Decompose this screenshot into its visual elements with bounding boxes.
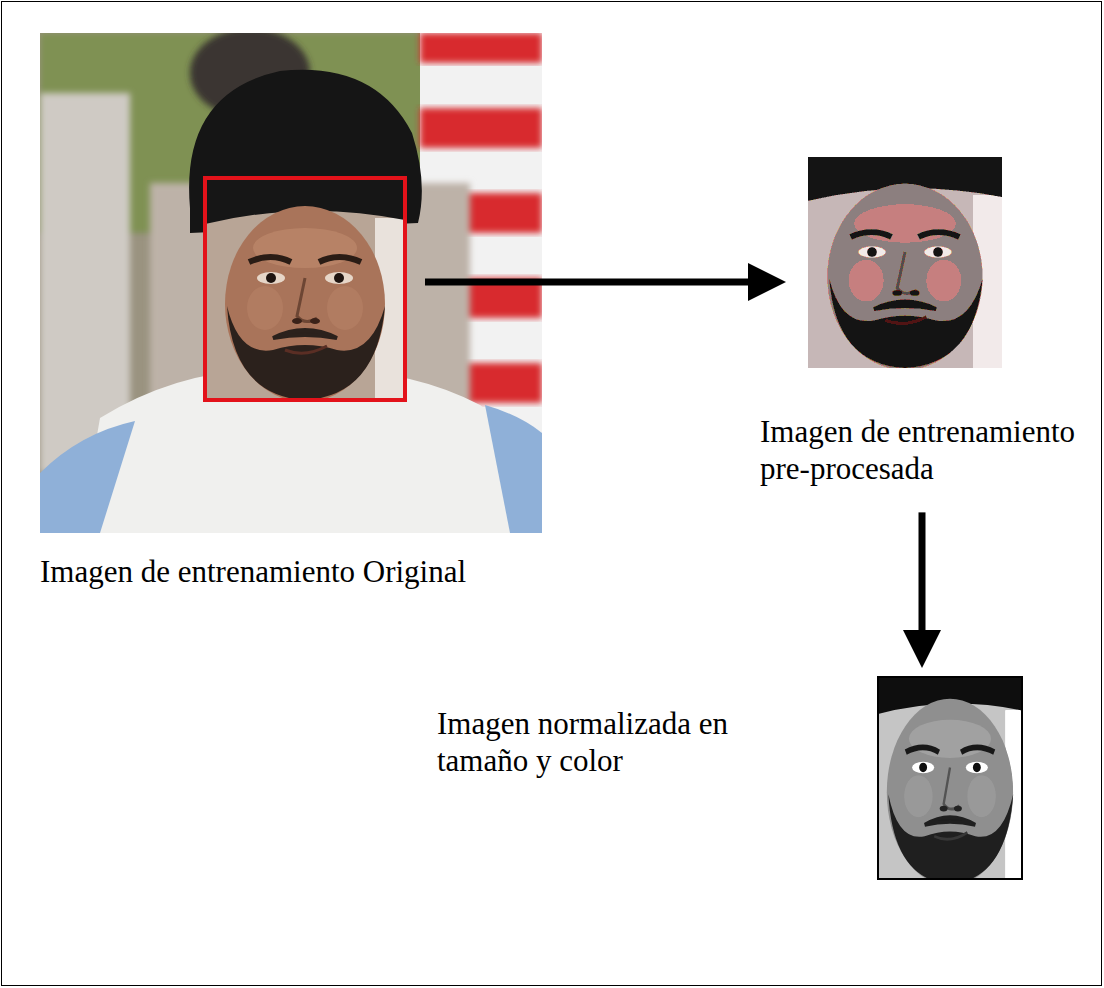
caption-holder: Imagen normalizada en tamaño y color xyxy=(437,705,757,779)
caption-holder: Imagen de entrenamiento pre-procesada xyxy=(760,413,1090,487)
caption-holder: Imagen de entrenamiento Original xyxy=(40,553,580,590)
image-node: Imagen normalizada en tamaño y color xyxy=(877,676,1023,880)
flow-arrow xyxy=(919,512,926,630)
flow-arrow xyxy=(425,279,748,286)
normalized-photo xyxy=(877,676,1023,880)
image-caption: Imagen de entrenamiento pre-procesada xyxy=(760,413,1090,487)
image-caption: Imagen normalizada en tamaño y color xyxy=(437,705,757,779)
preprocessed-photo xyxy=(808,157,1002,368)
image-caption: Imagen de entrenamiento Original xyxy=(40,553,580,590)
image-node: Imagen de entrenamiento Original xyxy=(40,33,542,533)
crop-box xyxy=(205,178,405,400)
image-node: Imagen de entrenamiento pre-procesada xyxy=(808,157,1002,368)
